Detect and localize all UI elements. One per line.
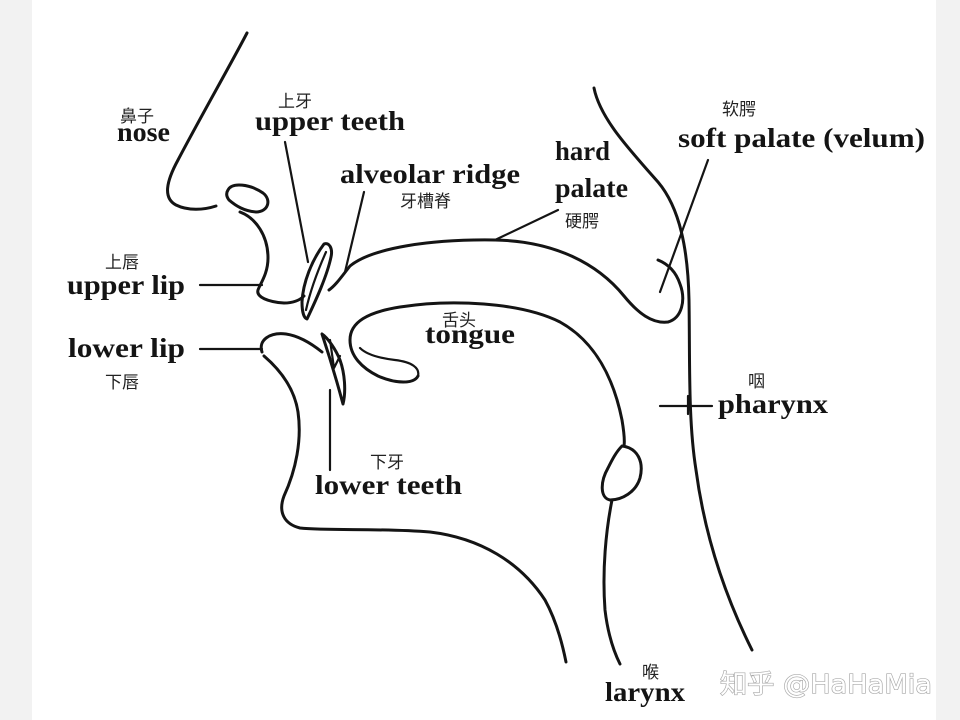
watermark: 知乎 @HaHaMia xyxy=(720,670,932,700)
alveolar-ridge-label: alveolar ridge xyxy=(340,159,520,189)
tongue-label: tongue xyxy=(425,319,515,349)
larynx-label: larynx xyxy=(605,677,686,707)
upper-teeth-label: upper teeth xyxy=(255,106,405,136)
hard-palate-label-line1: hard xyxy=(555,136,610,166)
hard-palate-label-line2: palate xyxy=(555,173,628,203)
lower-lip-label-zh: 下唇 xyxy=(105,373,139,393)
nose-label: nose xyxy=(117,117,170,147)
hard-palate-label-zh: 硬腭 xyxy=(565,212,599,232)
soft-palate-label: soft palate (velum) xyxy=(678,123,925,153)
soft-palate-label-zh: 软腭 xyxy=(722,100,756,120)
upper-lip-label: upper lip xyxy=(67,270,185,300)
pharynx-label: pharynx xyxy=(718,389,829,419)
lower-teeth-label: lower teeth xyxy=(315,470,462,500)
alveolar-ridge-label-zh: 牙槽脊 xyxy=(400,192,451,212)
lower-lip-label: lower lip xyxy=(68,333,185,363)
